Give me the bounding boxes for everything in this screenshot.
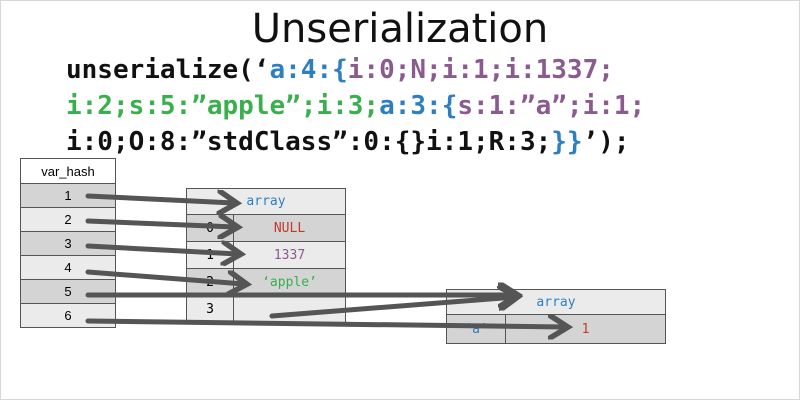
var-hash-row: 2: [20, 207, 116, 232]
code-line-3: i:0;O:8:”stdClass”:0:{}i:1;R:3;}}’);: [66, 126, 630, 158]
code-segment: i:2;s:5:”apple”;i:3;: [66, 91, 380, 121]
code-line-2: i:2;s:5:”apple”;i:3;a:3:{s:1:”a”;i:1;: [66, 90, 645, 122]
array-key: 0: [186, 214, 234, 242]
array-key: 1: [186, 241, 234, 269]
code-segment: i:0;O:8:”stdClass”:0:{}i:1;R:3;: [66, 127, 552, 157]
var-hash-row: 1: [20, 183, 116, 208]
code-line-1: unserialize(‘a:4:{i:0;N;i:1;i:1337;: [66, 54, 614, 86]
var-hash-row: 3: [20, 231, 116, 256]
array-header: array: [186, 188, 346, 215]
array-value: ‘apple’: [233, 268, 346, 296]
array-value: [233, 295, 346, 323]
array-key: ‘a’: [446, 314, 506, 344]
array-value: 1: [505, 314, 666, 344]
var-hash-header: var_hash: [20, 158, 116, 184]
code-segment: {: [441, 91, 458, 121]
array-header: array: [446, 289, 666, 315]
code-segment: s:1:”a”;i:1;: [457, 91, 646, 121]
code-segment: a:4:: [269, 55, 333, 85]
code-segment: {: [332, 55, 348, 85]
array-value: 1337: [233, 241, 346, 269]
code-segment: unserialize(‘: [66, 55, 270, 85]
code-segment: ’);: [582, 127, 630, 157]
var-hash-row: 6: [20, 303, 116, 328]
code-segment: a:3:: [379, 91, 442, 121]
slide-title: Unserialization: [251, 6, 549, 52]
code-segment: i:0;N;i:1;i:1337;: [347, 55, 614, 85]
array-value: NULL: [233, 214, 346, 242]
array-key: 3: [186, 295, 234, 323]
array-key: 2: [186, 268, 234, 296]
var-hash-row: 4: [20, 255, 116, 280]
code-segment: }}: [551, 127, 583, 157]
var-hash-row: 5: [20, 279, 116, 304]
